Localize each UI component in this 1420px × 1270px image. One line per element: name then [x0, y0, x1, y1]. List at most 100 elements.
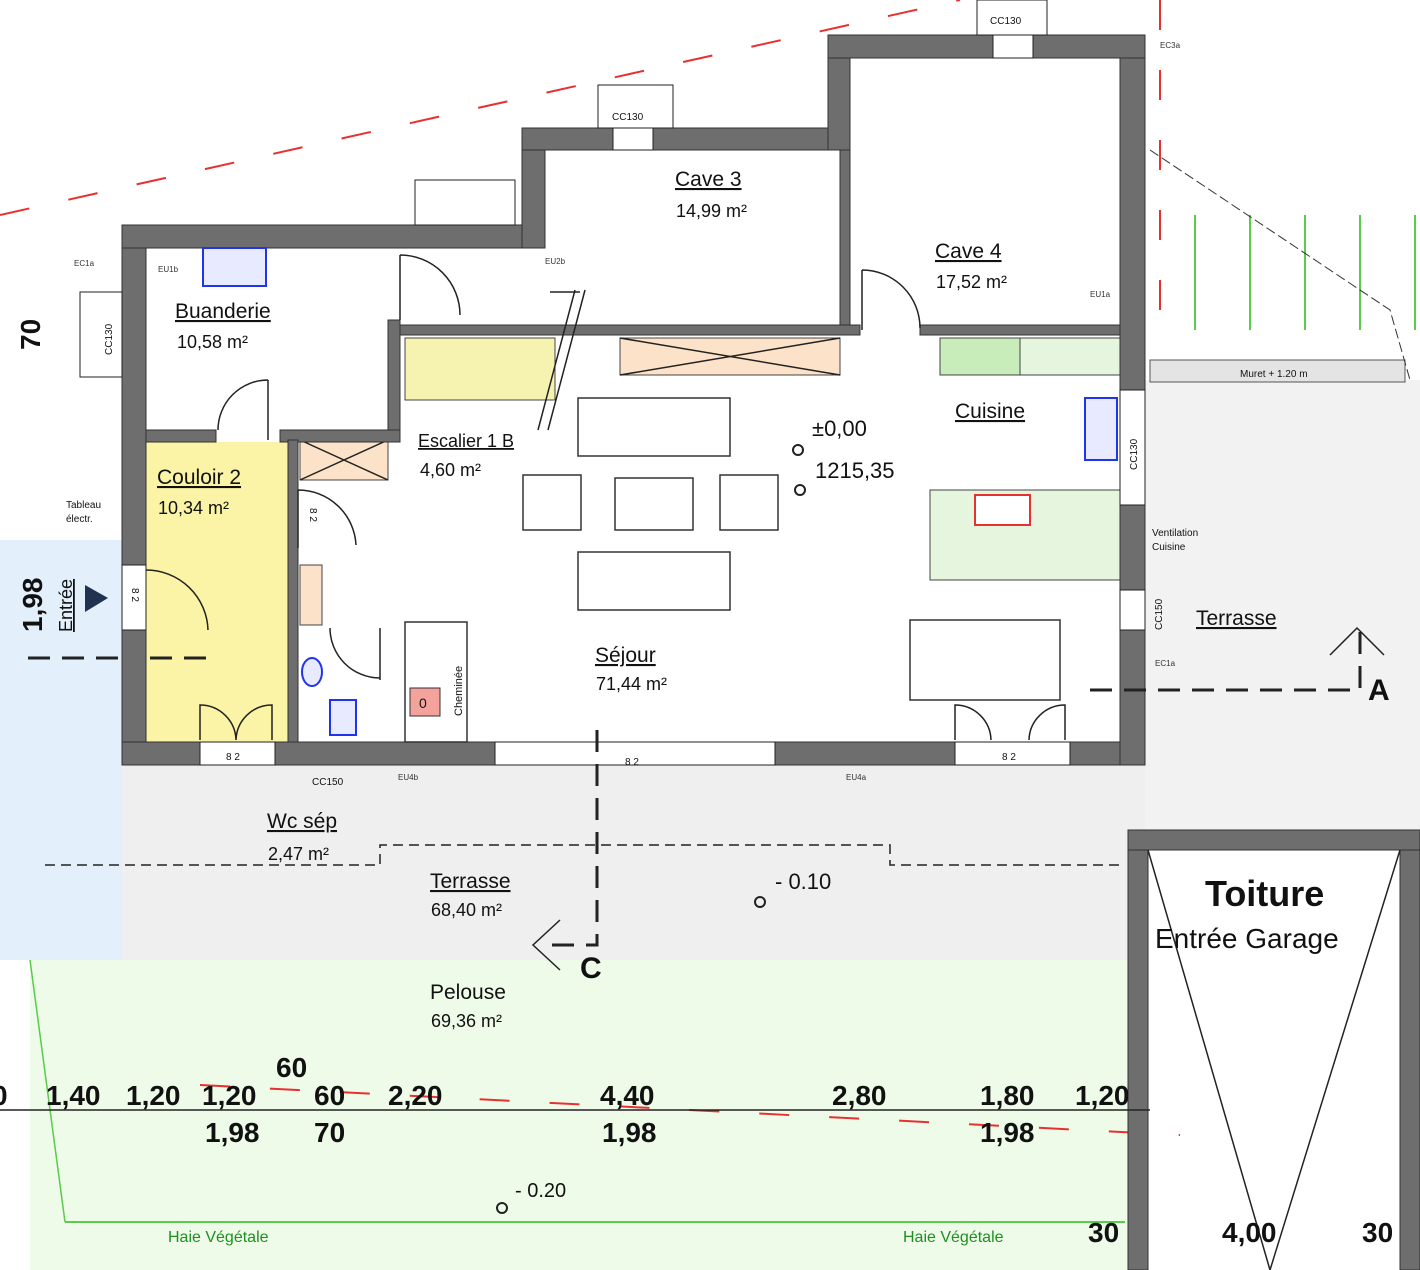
level-markers	[496, 444, 806, 1214]
tag-eu4a: EU4a	[846, 773, 867, 782]
stair-cut	[537, 289, 586, 431]
room-terrasse-name: Terrasse	[430, 870, 511, 893]
tag-cc150-bottom: CC150	[312, 777, 344, 788]
dim-r2-4: 1,98	[980, 1117, 1035, 1148]
section-c-label: C	[580, 952, 602, 985]
room-buanderie-name: Buanderie	[175, 300, 271, 323]
tag-window-3: 8 2	[1002, 752, 1016, 763]
room-pelouse-name: Pelouse	[430, 981, 506, 1004]
section-a-label: A	[1368, 674, 1390, 707]
dim-r2-3: 1,98	[602, 1117, 657, 1148]
tag-window-4: 8 2	[307, 508, 318, 522]
tableau-label-1: Tableau	[66, 500, 101, 511]
tag-ec3a: EC3a	[1160, 41, 1181, 50]
dim-g-1: 30	[1088, 1217, 1119, 1248]
dim-2: 1,40	[46, 1080, 101, 1111]
room-sejour-area: 71,44 m²	[596, 674, 667, 694]
dim-3: 1,20	[126, 1080, 181, 1111]
walls	[121, 34, 1146, 766]
entree-zone	[0, 540, 122, 960]
room-couloir-name: Couloir 2	[157, 466, 241, 489]
tag-cc130-left: CC130	[104, 323, 115, 355]
tag-window-1: 8 2	[226, 752, 240, 763]
section-c-arrow	[531, 919, 561, 971]
storage-cross	[299, 439, 389, 481]
room-cave3-area: 14,99 m²	[676, 201, 747, 221]
dim-left-1: 70	[15, 319, 46, 350]
section-c-line	[540, 730, 599, 947]
tag-cc130-top2: CC130	[990, 16, 1022, 27]
doors	[145, 254, 1066, 741]
windows	[79, 0, 1146, 766]
dim-11: 1,20	[1075, 1080, 1130, 1111]
room-terrasse-area: 68,40 m²	[431, 900, 502, 920]
tag-window-2: 8 2	[625, 757, 639, 768]
dim-9: 2,80	[832, 1080, 887, 1111]
room-wc-name: Wc sép	[267, 810, 337, 833]
furniture	[202, 247, 1118, 743]
room-entree-name: Entrée	[56, 579, 76, 632]
dim-5: 60	[276, 1052, 307, 1083]
couloir-zone	[146, 442, 288, 742]
ventilation-label-2: Cuisine	[1152, 542, 1186, 553]
room-escalier-area: 4,60 m²	[420, 460, 481, 480]
room-cave4-name: Cave 4	[935, 240, 1002, 263]
dim-r2-1: 1,98	[205, 1117, 260, 1148]
garage-roof	[1127, 829, 1420, 1270]
haie-left-label: Haie Végétale	[168, 1229, 269, 1246]
washing-machine	[202, 247, 267, 287]
level-main: ±0,00	[812, 416, 867, 441]
dim-g-3: 30	[1362, 1217, 1393, 1248]
basin	[329, 699, 357, 736]
dim-10: 1,80	[980, 1080, 1035, 1111]
slope-line	[1149, 149, 1411, 381]
fireplace-box	[409, 687, 441, 717]
tag-cc130-top1: CC130	[612, 112, 644, 123]
tag-eu1b: EU1b	[158, 265, 179, 274]
tag-window-5: 8 2	[129, 588, 140, 602]
muret	[1149, 359, 1406, 383]
toiture-subtitle: Entrée Garage	[1155, 923, 1339, 954]
room-cave3-name: Cave 3	[675, 168, 742, 191]
tag-cc130-right: CC130	[1129, 438, 1140, 470]
level-altitude: 1215,35	[815, 458, 895, 483]
dim-1: 0	[0, 1080, 8, 1111]
haie-right-label: Haie Végétale	[903, 1229, 1004, 1246]
dim-7: 2,20	[388, 1080, 443, 1111]
cheminee-label: Cheminée	[453, 666, 465, 716]
ventilation-label-1: Ventilation	[1152, 528, 1198, 539]
room-pelouse-area: 69,36 m²	[431, 1011, 502, 1031]
hedge	[29, 959, 1125, 1223]
tag-eu2b: EU2b	[545, 257, 566, 266]
level-pelouse: - 0.20	[515, 1180, 566, 1202]
stairs	[404, 337, 556, 401]
dimensions-garage: 30 4,00 30	[1088, 1217, 1393, 1248]
roof-outline	[45, 844, 1120, 866]
room-wc-area: 2,47 m²	[268, 844, 329, 864]
room-buanderie-area: 10,58 m²	[177, 332, 248, 352]
dim-8: 4,40	[600, 1080, 655, 1111]
tag-ec1a-right: EC1a	[1155, 659, 1176, 668]
cuisine-unit	[939, 337, 1021, 376]
tag-ec1a-left: EC1a	[74, 259, 95, 268]
tag-eu4b: EU4b	[398, 773, 419, 782]
room-couloir-area: 10,34 m²	[158, 498, 229, 518]
dim-4: 1,20	[202, 1080, 257, 1111]
dim-left-2: 1,98	[17, 578, 48, 633]
muret-label: Muret + 1.20 m	[1240, 369, 1308, 380]
tag-cc150-right: CC150	[1154, 598, 1165, 630]
storage-top-cross	[619, 337, 841, 376]
storage-side	[299, 564, 323, 626]
dimensions-row2: 1,98 70 1,98 1,98	[205, 1117, 1035, 1148]
toiture-title: Toiture	[1205, 873, 1324, 914]
pelouse-zone	[30, 960, 1130, 1270]
sink	[1084, 397, 1118, 461]
fireplace-box-label: 0	[419, 695, 427, 711]
dim-6: 60	[314, 1080, 345, 1111]
entry-arrow-icon	[85, 585, 108, 612]
tag-eu1a: EU1a	[1090, 290, 1111, 299]
level-terrasse: - 0.10	[775, 869, 831, 894]
dimensions-row1: 0 1,40 1,20 1,20 60 60 2,20 4,40 2,80 1,…	[0, 1052, 1130, 1111]
section-a-arrow	[1329, 626, 1385, 656]
